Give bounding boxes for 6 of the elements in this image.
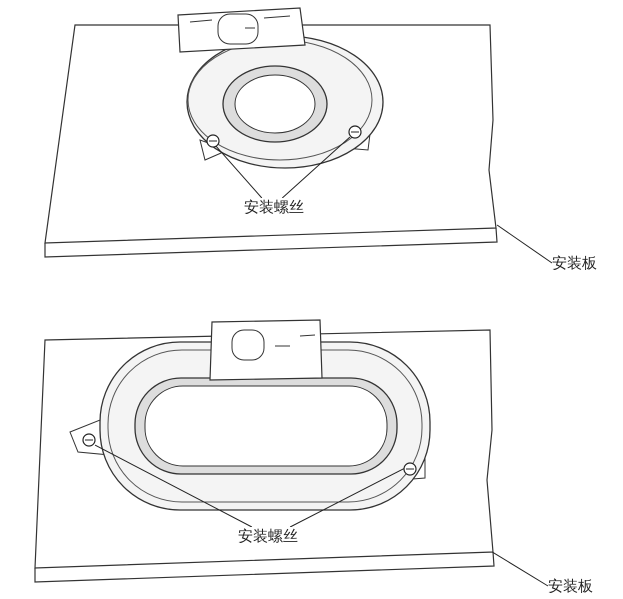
leader-line [496,224,552,264]
callout-label: 安装板 [548,577,593,595]
leader-line [282,136,350,198]
leader-line [492,551,548,586]
callout-label: 安装板 [552,254,597,272]
leader-line [290,468,406,528]
